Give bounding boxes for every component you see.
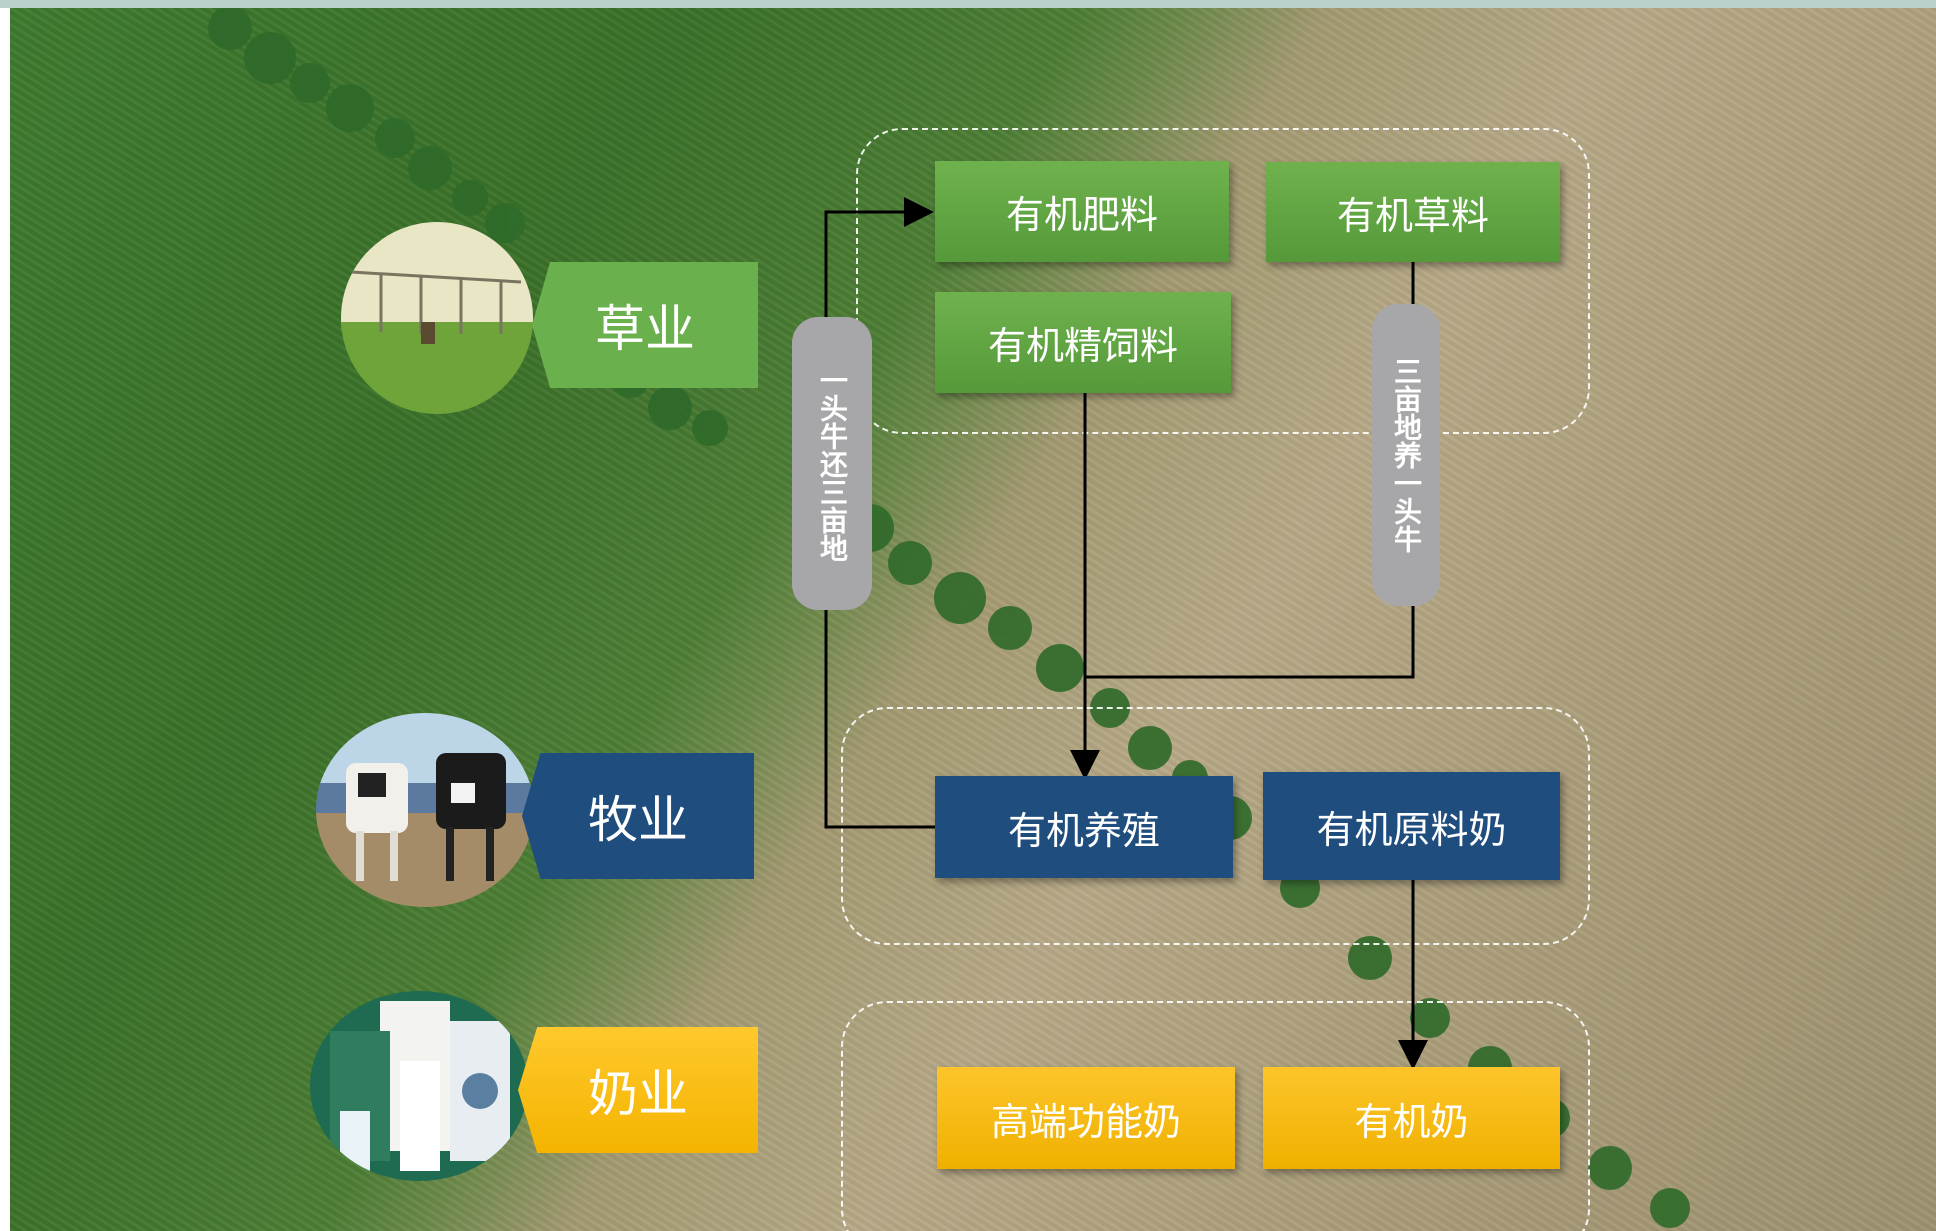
node-premium-functional-milk: 高端功能奶 bbox=[937, 1067, 1235, 1169]
milk-products-photo bbox=[310, 991, 528, 1181]
node-organic-forage: 有机草料 bbox=[1266, 162, 1560, 262]
sector-label-dairy: 奶业 bbox=[518, 1027, 758, 1153]
group-frame-dairy bbox=[841, 1001, 1590, 1231]
cows-photo bbox=[316, 713, 534, 907]
irrigation-field-photo bbox=[341, 222, 533, 414]
pill-three-mu-feeds-one-cow: 三亩地养一头牛 bbox=[1372, 304, 1440, 606]
top-border bbox=[0, 0, 1936, 8]
node-organic-breeding: 有机养殖 bbox=[935, 776, 1233, 878]
pill-one-cow-returns-three-mu: 一头牛还三亩地 bbox=[792, 317, 872, 610]
node-organic-fertilizer: 有机肥料 bbox=[935, 161, 1229, 262]
group-frame-grass bbox=[856, 128, 1590, 434]
node-organic-milk: 有机奶 bbox=[1263, 1067, 1560, 1169]
sector-label-grass: 草业 bbox=[532, 262, 758, 388]
sector-label-livestock: 牧业 bbox=[522, 753, 754, 879]
node-organic-concentrate: 有机精饲料 bbox=[935, 292, 1231, 393]
node-organic-raw-milk: 有机原料奶 bbox=[1263, 772, 1560, 880]
